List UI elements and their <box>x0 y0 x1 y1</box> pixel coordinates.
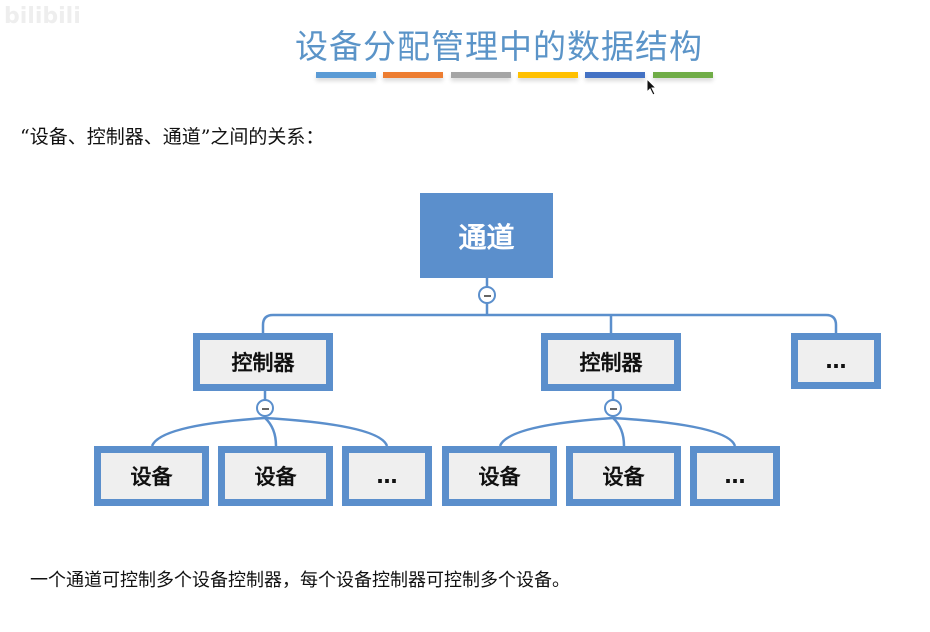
device-node: 设备 <box>94 446 209 506</box>
device-node-more: … <box>342 446 432 506</box>
color-bar <box>316 72 376 78</box>
channel-node: 通道 <box>420 193 553 278</box>
controller-node-more: … <box>791 333 881 389</box>
controller-node: 控制器 <box>193 333 333 391</box>
relationship-heading: “设备、控制器、通道”之间的关系： <box>20 126 325 148</box>
device-node-more: … <box>690 446 780 506</box>
color-bar <box>585 72 645 78</box>
mouse-cursor-icon <box>646 78 658 96</box>
footer-description: 一个通道可控制多个设备控制器，每个设备控制器可控制多个设备。 <box>30 570 570 591</box>
color-bar <box>383 72 443 78</box>
page-title: 设备分配管理中的数据结构 <box>295 27 703 66</box>
color-bar <box>451 72 511 78</box>
watermark-logo: bilibili <box>4 4 81 29</box>
color-bar <box>518 72 578 78</box>
device-node: 设备 <box>218 446 333 506</box>
controller-node: 控制器 <box>541 333 681 391</box>
collapse-minus-icon[interactable] <box>604 399 622 417</box>
collapse-minus-icon[interactable] <box>256 399 274 417</box>
collapse-minus-icon[interactable] <box>478 286 496 304</box>
device-node: 设备 <box>566 446 681 506</box>
device-node: 设备 <box>442 446 557 506</box>
color-bar <box>653 72 713 78</box>
